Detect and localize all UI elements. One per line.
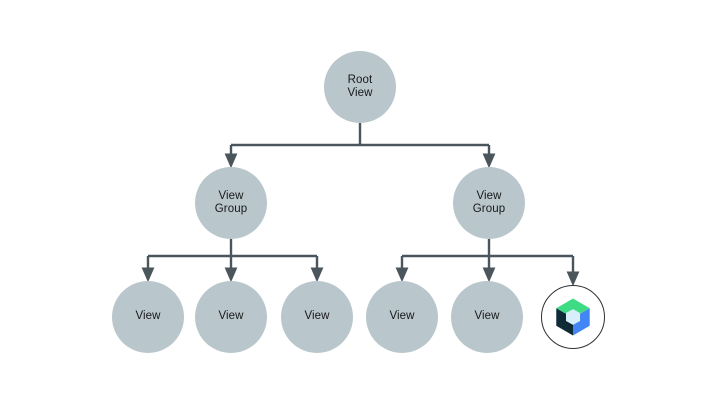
node-root-view[interactable]: Root View (324, 51, 396, 123)
node-view-4-label: View (389, 310, 415, 323)
node-view-1[interactable]: View (112, 281, 184, 353)
node-view-group-right[interactable]: View Group (453, 167, 525, 239)
node-view-group-right-label: View Group (472, 189, 506, 216)
node-compose-leaf[interactable] (541, 285, 605, 349)
node-view-2-label: View (218, 310, 244, 323)
node-view-5[interactable]: View (451, 281, 523, 353)
node-view-4[interactable]: View (366, 281, 438, 353)
node-view-group-left-label: View Group (214, 189, 248, 216)
node-view-3[interactable]: View (281, 281, 353, 353)
node-root-view-label: Root View (347, 73, 373, 100)
jetpack-compose-logo-icon (556, 298, 590, 336)
node-view-2[interactable]: View (195, 281, 267, 353)
node-view-3-label: View (304, 310, 330, 323)
node-view-1-label: View (135, 310, 161, 323)
node-view-5-label: View (474, 310, 500, 323)
node-view-group-left[interactable]: View Group (195, 167, 267, 239)
